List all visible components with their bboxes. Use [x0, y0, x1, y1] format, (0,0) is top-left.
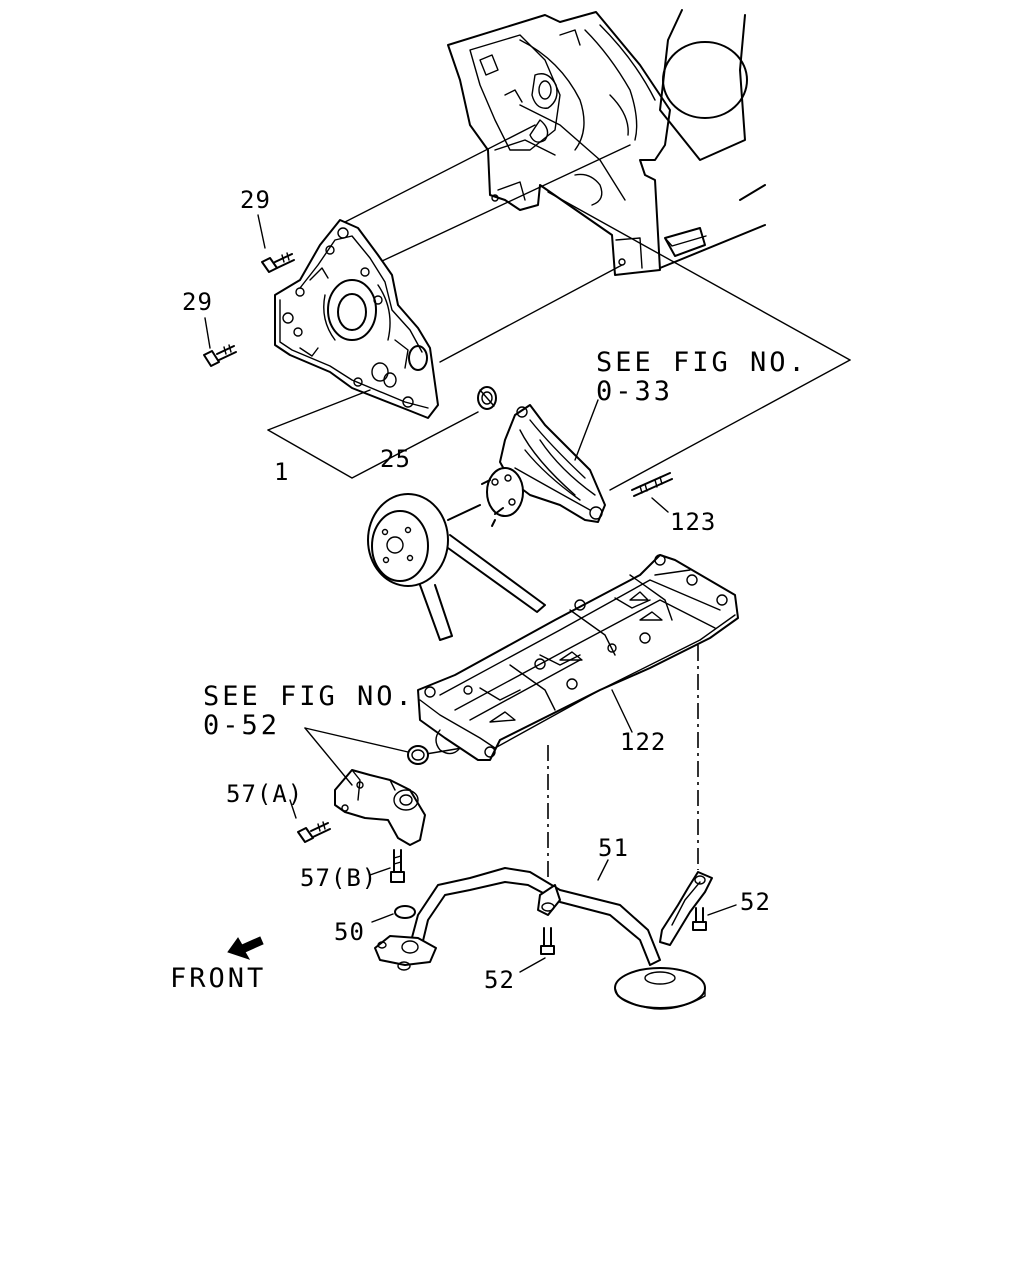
alignment-lines — [344, 124, 851, 895]
part-label-57b: 57(B) — [300, 864, 378, 892]
leader-033 — [574, 399, 599, 461]
part-label-52-bottom: 52 — [484, 966, 515, 994]
oil-pump-housing — [274, 219, 439, 419]
part-label-122: 122 — [620, 728, 667, 756]
part-label-29-top: 29 — [240, 186, 271, 214]
see-fig-0-52-label: SEE FIG NO. 0-52 — [203, 681, 415, 741]
part-label-57a: 57(A) — [226, 780, 304, 808]
front-direction-label: FRONT — [170, 963, 267, 994]
part-label-50: 50 — [334, 918, 365, 946]
part-label-51: 51 — [598, 834, 629, 862]
oil-seal-25 — [477, 386, 497, 410]
leader-122 — [611, 689, 633, 733]
oring-50 — [371, 905, 416, 923]
oil-inlet-pipe — [334, 745, 429, 846]
part-label-25: 25 — [380, 445, 411, 473]
bolt-29-lower — [203, 344, 237, 367]
bolt-57a — [289, 799, 331, 843]
engine-block — [447, 9, 766, 276]
fan-bracket-assembly — [481, 404, 606, 527]
leader-lines-1-25 — [204, 214, 479, 479]
stud-123 — [631, 472, 673, 513]
pulley — [367, 493, 546, 641]
bolt-57b — [369, 849, 405, 883]
see-fig-0-33-label: SEE FIG NO. 0-33 — [596, 347, 808, 407]
leader-052 — [304, 727, 409, 786]
bolt-52-right — [692, 904, 737, 931]
part-label-1: 1 — [274, 458, 290, 486]
part-label-123: 123 — [670, 508, 717, 536]
part-label-52-right: 52 — [740, 888, 771, 916]
baffle-plate-122 — [417, 554, 739, 761]
bolt-52-bottom — [519, 927, 555, 973]
oil-strainer-51 — [374, 859, 713, 1010]
front-arrow-icon — [227, 936, 264, 960]
bolt-29-upper — [261, 252, 295, 273]
part-label-29-left: 29 — [182, 288, 213, 316]
